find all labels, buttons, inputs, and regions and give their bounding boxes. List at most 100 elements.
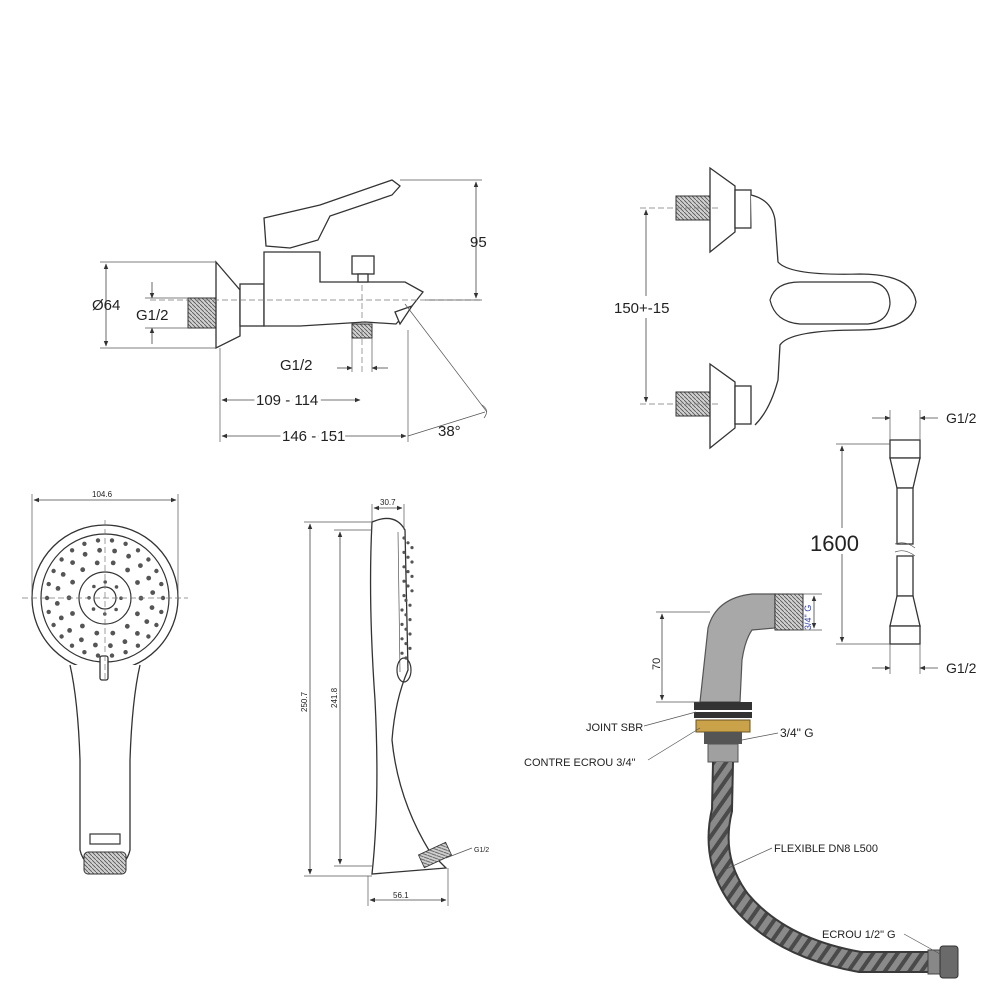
nozzle-dot [69,548,75,553]
valve-washer-2 [694,712,752,718]
nozzle-dot [114,585,119,589]
flex-hose [709,761,930,971]
nozzle-dot [125,567,130,573]
nozzle-dot [149,605,155,610]
label-flexible: FLEXIBLE DN8 L500 [774,843,878,855]
label-angle: 38° [438,423,461,440]
nozzle-dot [124,623,130,629]
nozzle-dot [109,653,115,658]
nozzle-dot [44,595,50,601]
side-nozzle-dot [402,565,406,569]
angle-line [404,303,488,413]
label-thread-34: 3/4" G [780,726,814,740]
hose-top-cone [889,457,921,489]
nozzle-dot [159,609,164,615]
handshower-thread-front [83,851,127,875]
nozzle-dot [67,628,72,633]
shower-hose: G1/2 G1/2 1600 [808,410,977,676]
side-nozzle-dot [406,555,410,559]
leader-thread-34 [741,732,779,741]
side-nozzle-dot [408,603,412,607]
front-escutcheon-top [709,166,736,254]
diverter-stem [357,273,369,283]
valve-hose-ferrule [707,743,739,763]
inlet-thread-left [187,297,217,329]
nozzle-dot [110,630,116,636]
handshower-side-nozzles [400,536,414,660]
nozzle-dot [112,548,117,554]
leader-joint [643,711,697,727]
nozzle-dot [92,584,96,589]
mixer-lever [263,179,401,249]
label-hose-length-bg [808,528,866,554]
hose-break-bottom [894,550,916,557]
hs-thread-leader [445,847,473,859]
nozzle-dot [108,643,113,649]
nozzle-dot [135,631,140,636]
nozzle-dot [70,560,75,565]
nozzle-dot [59,557,64,562]
nozzle-dot [109,538,115,543]
label-handshower-base: 56.1 [393,891,409,900]
nozzle-dot [154,568,159,574]
nozzle-dot [82,541,87,546]
side-nozzle-dot [408,646,412,651]
hose-lower-segment [896,555,914,597]
nozzle-dot [146,557,151,562]
escutcheon-left [215,260,241,350]
front-nut-bottom [734,385,752,425]
leader-contre-ecrou [647,727,701,761]
nozzle-dot [82,551,88,557]
nozzle-dot [94,630,100,636]
nozzle-dot [135,548,141,553]
side-nozzle-dot [402,594,406,598]
nozzle-dot [80,567,86,573]
handshower-handle [69,664,141,871]
valve-brass-nut [695,719,751,733]
nozzle-dot [93,642,98,648]
side-nozzle-dot [410,560,414,564]
side-nozzle-dot [408,632,412,636]
label-spout-dist-bg: 109 - 114 [256,392,318,409]
side-nozzle-dot [410,546,414,550]
label-handshower-body: 241.8 [330,687,339,708]
nozzle-dot [154,622,159,628]
hose-upper-segment [896,487,914,545]
nozzle-dot [51,568,56,574]
label-handshower-depth: 30.7 [380,498,396,507]
nozzle-dot [82,650,87,655]
handshower-handle-slot [89,833,121,845]
side-nozzle-dot [400,637,404,641]
nozzle-dot [126,553,131,559]
label-ecrou: ECROU 1/2" G [822,929,896,941]
side-nozzle-dot [410,574,414,579]
leader-ecrou [903,933,941,955]
nozzle-dot [159,581,164,587]
side-nozzle-dot [400,622,404,627]
front-nut-top [734,189,752,229]
label-contre-ecrou: CONTRE ECROU 3/4" [524,757,636,769]
hose-top-nut [889,439,921,459]
nozzle-dot [135,580,140,585]
nozzle-dot [103,580,107,584]
nozzle-dot [46,581,51,587]
angle-leader [407,411,486,437]
valve-washer-1 [694,702,752,710]
side-nozzle-dot [400,651,404,655]
side-nozzle-dot [404,656,408,660]
side-nozzle-dot [404,642,408,646]
connector-nut-left [239,283,265,327]
nozzle-dot [58,615,64,621]
label-inlet-thread: G1/2 [136,307,169,324]
side-nozzle-dot [400,608,404,612]
nozzle-dot [135,611,140,617]
side-nozzle-dot [406,541,410,545]
hose-break-top [894,542,916,549]
side-nozzle-dot [402,579,406,583]
nozzle-dot [95,653,101,658]
label-center-dist-bg [610,296,682,318]
nozzle-dot [110,560,116,566]
side-nozzle-dot [408,618,412,622]
valve-assembly: 70 3/4" G JOINT SBR CONTRE ECROU 3/4" 3/… [524,593,959,979]
